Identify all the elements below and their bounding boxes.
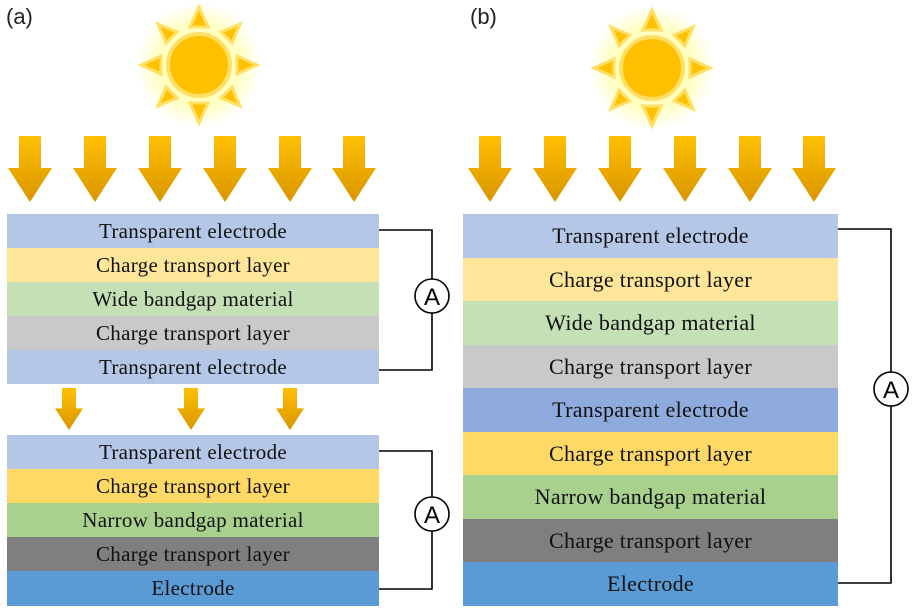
- layer-transparent-electrode: Transparent electrode: [7, 435, 379, 469]
- light-arrow-icon: [792, 136, 836, 202]
- light-arrow-icon: [276, 388, 304, 430]
- light-arrow-icon: [663, 136, 707, 202]
- light-arrow-icon: [728, 136, 772, 202]
- light-arrow-icon: [268, 136, 312, 202]
- panel-a-label: (a): [6, 4, 33, 29]
- layer-electrode: Electrode: [7, 571, 379, 606]
- transmitted-light-arrows-a: [55, 388, 304, 430]
- layer-charge-transport: Charge transport layer: [7, 248, 379, 282]
- incident-light-arrows-a: [8, 136, 376, 202]
- layer-charge-transport: Charge transport layer: [7, 469, 379, 503]
- layer-charge-transport: Charge transport layer: [463, 519, 838, 562]
- layer-charge-transport: Charge transport layer: [463, 345, 838, 388]
- circuit-wire-b: [838, 228, 892, 584]
- light-arrow-icon: [55, 388, 83, 430]
- layer-transparent-electrode: Transparent electrode: [7, 214, 379, 248]
- ammeter-icon: A: [414, 496, 450, 532]
- layer-charge-transport: Charge transport layer: [463, 258, 838, 301]
- light-arrow-icon: [73, 136, 117, 202]
- layer-wide-bandgap: Wide bandgap material: [7, 282, 379, 316]
- light-arrow-icon: [203, 136, 247, 202]
- layer-transparent-electrode: Transparent electrode: [463, 388, 838, 432]
- layer-transparent-electrode: Transparent electrode: [463, 214, 838, 258]
- panel-b-label: (b): [470, 4, 497, 29]
- sun-icon: [588, 4, 716, 132]
- circuit-wire-a-bottom: [379, 450, 433, 590]
- light-arrow-icon: [177, 388, 205, 430]
- circuit-wire-a-top: [379, 229, 433, 371]
- light-arrow-icon: [598, 136, 642, 202]
- layer-electrode: Electrode: [463, 562, 838, 606]
- light-arrow-icon: [468, 136, 512, 202]
- layer-wide-bandgap: Wide bandgap material: [463, 301, 838, 345]
- layer-narrow-bandgap: Narrow bandgap material: [463, 475, 838, 519]
- ammeter-label: A: [424, 502, 440, 529]
- light-arrow-icon: [8, 136, 52, 202]
- layer-narrow-bandgap: Narrow bandgap material: [7, 503, 379, 537]
- ammeter-label: A: [883, 377, 899, 404]
- layer-charge-transport: Charge transport layer: [7, 537, 379, 571]
- ammeter-label: A: [424, 284, 440, 311]
- layer-transparent-electrode: Transparent electrode: [7, 350, 379, 384]
- incident-light-arrows-b: [468, 136, 836, 202]
- layer-charge-transport: Charge transport layer: [463, 432, 838, 475]
- sun-icon: [135, 1, 263, 129]
- ammeter-icon: A: [873, 371, 909, 407]
- light-arrow-icon: [138, 136, 182, 202]
- light-arrow-icon: [332, 136, 376, 202]
- light-arrow-icon: [533, 136, 577, 202]
- layer-charge-transport: Charge transport layer: [7, 316, 379, 350]
- ammeter-icon: A: [414, 278, 450, 314]
